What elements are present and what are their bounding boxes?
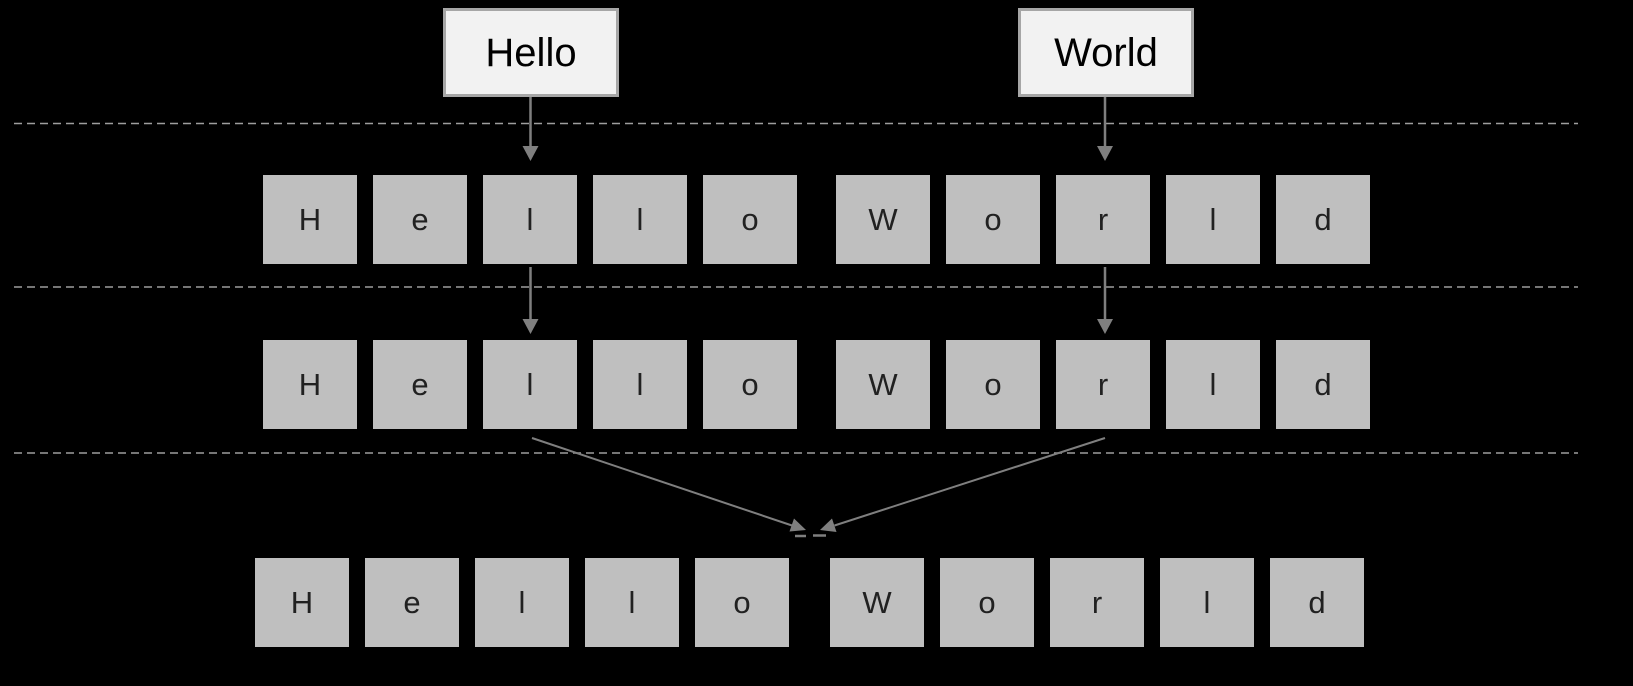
letter-box: o bbox=[703, 175, 797, 264]
letter-box: H bbox=[255, 558, 349, 647]
letter-box: l bbox=[1166, 175, 1260, 264]
letter-box: r bbox=[1056, 340, 1150, 429]
letter-box: o bbox=[940, 558, 1034, 647]
letter-box: l bbox=[593, 340, 687, 429]
letter-box: l bbox=[483, 340, 577, 429]
letter-box: l bbox=[585, 558, 679, 647]
down-arrow-icon bbox=[1097, 267, 1113, 334]
letter-box: W bbox=[830, 558, 924, 647]
letter-box: o bbox=[703, 340, 797, 429]
letter-box: l bbox=[483, 175, 577, 264]
source-string-box-hello: Hello bbox=[443, 8, 619, 97]
letter-box: e bbox=[373, 175, 467, 264]
letter-box: l bbox=[475, 558, 569, 647]
letter-box: e bbox=[365, 558, 459, 647]
char-group-row2-left: H e l l o bbox=[263, 340, 797, 429]
down-arrow-icon bbox=[1097, 97, 1113, 161]
down-arrow-icon bbox=[522, 97, 539, 161]
letter-box: d bbox=[1276, 175, 1370, 264]
letter-box: l bbox=[1166, 340, 1260, 429]
letter-box: H bbox=[263, 175, 357, 264]
letter-box: l bbox=[1160, 558, 1254, 647]
char-group-row2-right: W o r l d bbox=[836, 340, 1370, 429]
letter-box: o bbox=[946, 340, 1040, 429]
letter-box: W bbox=[836, 340, 930, 429]
char-group-row1-left: H e l l o bbox=[263, 175, 797, 264]
letter-box: o bbox=[946, 175, 1040, 264]
letter-box: r bbox=[1050, 558, 1144, 647]
merge-arrow-icon bbox=[813, 437, 1106, 537]
down-arrow-icon bbox=[522, 267, 539, 334]
letter-box: l bbox=[593, 175, 687, 264]
source-string-box-world: World bbox=[1018, 8, 1194, 97]
char-group-row3-right: W o r l d bbox=[830, 558, 1364, 647]
char-group-row3-left: H e l l o bbox=[255, 558, 789, 647]
letter-box: W bbox=[836, 175, 930, 264]
letter-box: e bbox=[373, 340, 467, 429]
merge-arrow-icon bbox=[531, 437, 806, 538]
letter-box: H bbox=[263, 340, 357, 429]
letter-box: d bbox=[1276, 340, 1370, 429]
char-group-row1-right: W o r l d bbox=[836, 175, 1370, 264]
letter-box: r bbox=[1056, 175, 1150, 264]
letter-box: d bbox=[1270, 558, 1364, 647]
letter-box: o bbox=[695, 558, 789, 647]
